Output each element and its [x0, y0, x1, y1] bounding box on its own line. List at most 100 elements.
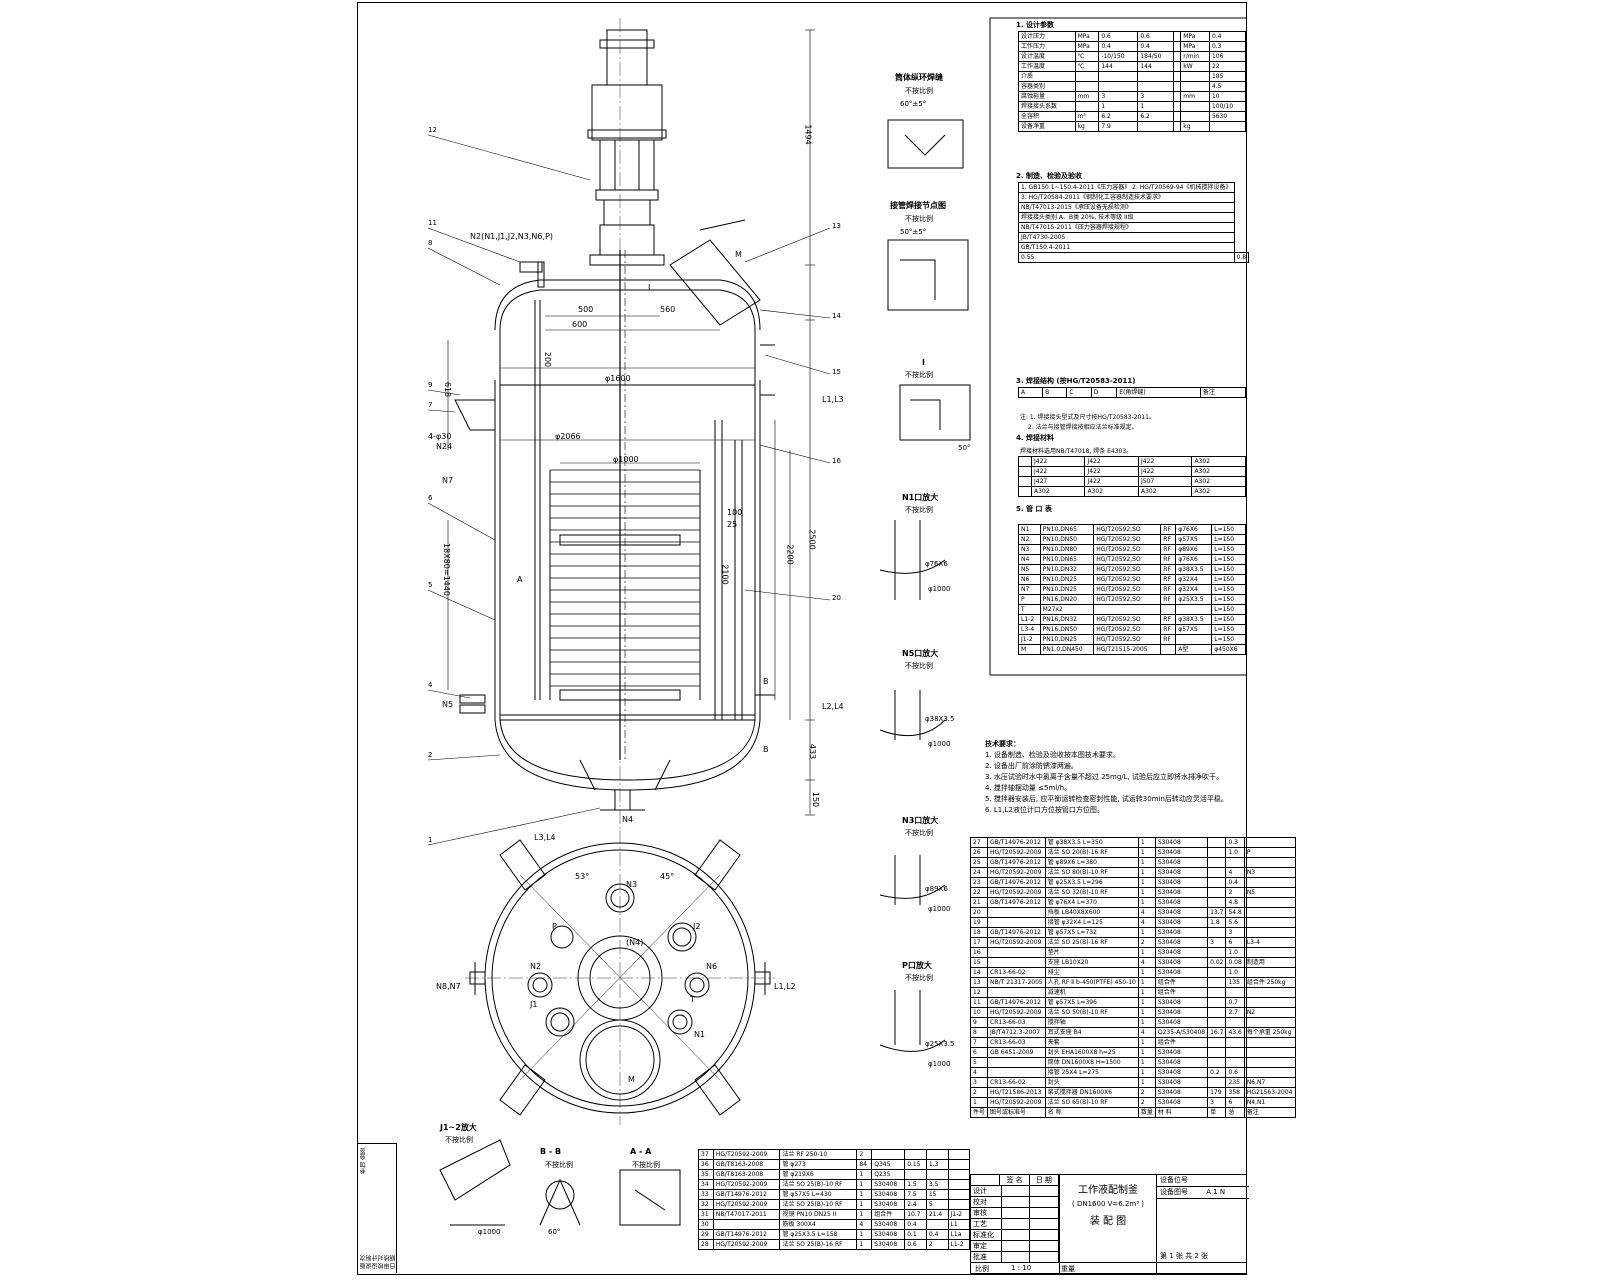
technical-requirements: 技术要求： 1. 设备制造、检验及验收按本图技术要求。 2. 设备出厂前涂防锈漆… [985, 739, 1228, 816]
d38: φ38X3.5 [925, 715, 955, 723]
table-cell: 材 料 [1154, 1107, 1209, 1118]
table-cell: 7 [969, 1037, 989, 1048]
label-d2066: φ2066 [555, 432, 581, 441]
table-cell [1180, 71, 1210, 82]
table-cell: 桨式搅拌器 DN1600X6 [1044, 1087, 1139, 1098]
table-cell: 管 φ57X5 L=732 [1044, 927, 1139, 938]
svg-text:14: 14 [832, 312, 841, 320]
title-block: 签 名日 期设计校对审核工艺标准化审定批准 工作液配制釜 ( DN1600 V=… [970, 1174, 1249, 1274]
d76: φ76X6 [925, 560, 948, 568]
table-cell: S30408 [1154, 867, 1209, 878]
tech-req-6: 6. L1,L2液位计口方位按管口方位图。 [985, 806, 1104, 814]
table-cell: GB 6451-2009 [987, 1047, 1046, 1058]
table-cell [1243, 927, 1296, 938]
title-j: J1~2放大 [440, 1123, 477, 1132]
table-cell: 22 [1208, 61, 1247, 72]
nts-3: 不按比例 [905, 371, 933, 379]
table-cell [1243, 1017, 1296, 1028]
table-cell: 3 [1225, 927, 1245, 938]
table-cell [1173, 101, 1182, 112]
label-l3l4: L3,L4 [534, 833, 556, 842]
table-cell: 24 [969, 867, 989, 878]
table-cell: 排尘 [1044, 967, 1139, 978]
table-cell: GB/T14976-2012 [987, 897, 1046, 908]
table-cell: 1 [1137, 1077, 1156, 1088]
table-cell: 垫片 [1044, 947, 1139, 958]
table-cell: 1.5 [904, 1179, 927, 1190]
table-cell: 23 [969, 877, 989, 888]
title-block-col-head [971, 1175, 1001, 1185]
table-cell: L=150 [1211, 594, 1246, 605]
table-cell: GB/T14976-2012 [987, 857, 1046, 868]
vessel-front-view: 12 11 8 9 7 6 5 4 2 1 13 14 15 16 20 [427, 18, 841, 846]
table-cell: MPa [1074, 41, 1100, 52]
table-cell: 22 [969, 887, 989, 898]
table-cell: HG/T20592-2009 [987, 1007, 1046, 1018]
table-cell: 1 [969, 1097, 989, 1108]
label-1494: 1494 [803, 124, 813, 145]
table-cell: J422 [1137, 466, 1193, 477]
table-cell: 法兰 SO 20(B)-16 RF [1044, 847, 1139, 858]
table-cell: 20 [969, 907, 989, 918]
table-cell: PN10,DN25 [1039, 574, 1095, 585]
table-cell: 5630 [1208, 111, 1247, 122]
table-cell: RF [1160, 634, 1177, 645]
table-cell: 组合件 [1154, 977, 1209, 988]
table-cell [1074, 81, 1100, 92]
table-cell: 5 [969, 1057, 989, 1068]
table-cell: 1 [856, 1199, 873, 1210]
table-cell: S30408 [1154, 1017, 1209, 1028]
title-block-cell [1002, 1252, 1031, 1262]
table-cell: CR13-66-02 [987, 967, 1046, 978]
table-cell: 9 [969, 1017, 989, 1028]
table-cell: S30408 [1154, 1077, 1209, 1088]
table-cell: 图号或标准号 [987, 1107, 1046, 1118]
d1000a: φ1000 [928, 585, 951, 593]
table-cell: 1 [1098, 101, 1139, 112]
table-cell: S30408 [1154, 1047, 1209, 1058]
table-cell: 1 [1137, 1067, 1156, 1078]
mfg-table: 1. GB150.1~150.4-2011《压力容器》 2. HG/T20569… [1018, 182, 1250, 263]
table-cell: 4 [1137, 957, 1156, 968]
table-cell: RF [1160, 614, 1177, 625]
mfg-row: NB/T47013-2015《承压设备无损检测》 [1018, 202, 1249, 213]
table-cell: S30408 [1154, 917, 1209, 928]
table-cell [1018, 486, 1032, 497]
svg-text:16: 16 [832, 457, 841, 465]
table-cell [947, 1199, 971, 1210]
table-cell: J422 [1030, 466, 1086, 477]
table-cell: 人孔 RF Ⅱ b-450(PTFE) 450-10 [1044, 977, 1139, 988]
table-cell: L=150 [1211, 614, 1246, 625]
table-cell: S30408 [1154, 857, 1209, 868]
table-cell: 组合件 [1154, 987, 1209, 998]
table-cell [987, 987, 1046, 998]
d1000b: φ1000 [928, 740, 951, 748]
table-cell [1207, 967, 1227, 978]
table-cell: 43.6 [1225, 1027, 1245, 1038]
title-block-col-head: 日 期 [1030, 1175, 1059, 1185]
table-cell: RF [1160, 554, 1177, 565]
table-cell: 1 [1137, 967, 1156, 978]
table-cell: 5.6 [1225, 917, 1245, 928]
table-cell: 1.8 [1207, 917, 1227, 928]
table-cell: 1 [1137, 987, 1156, 998]
table-cell: 筋板 300X4 [779, 1219, 858, 1230]
table-cell: 1 [856, 1229, 873, 1240]
table-cell: N2 [1018, 534, 1041, 545]
nts-7: 不按比例 [905, 974, 933, 982]
table-cell: 18 [969, 927, 989, 938]
table-cell [1207, 997, 1227, 1008]
table-cell: 3 [1098, 91, 1139, 102]
table-cell: S30408 [871, 1239, 906, 1250]
table-cell: PN10,DN25 [1039, 634, 1095, 645]
table-cell: 1. GB150.1~150.4-2011《压力容器》 2. HG/T20569… [1018, 182, 1235, 193]
table-cell [1180, 81, 1210, 92]
title-shell-weld: 筒体纵环焊缝 [895, 73, 943, 82]
